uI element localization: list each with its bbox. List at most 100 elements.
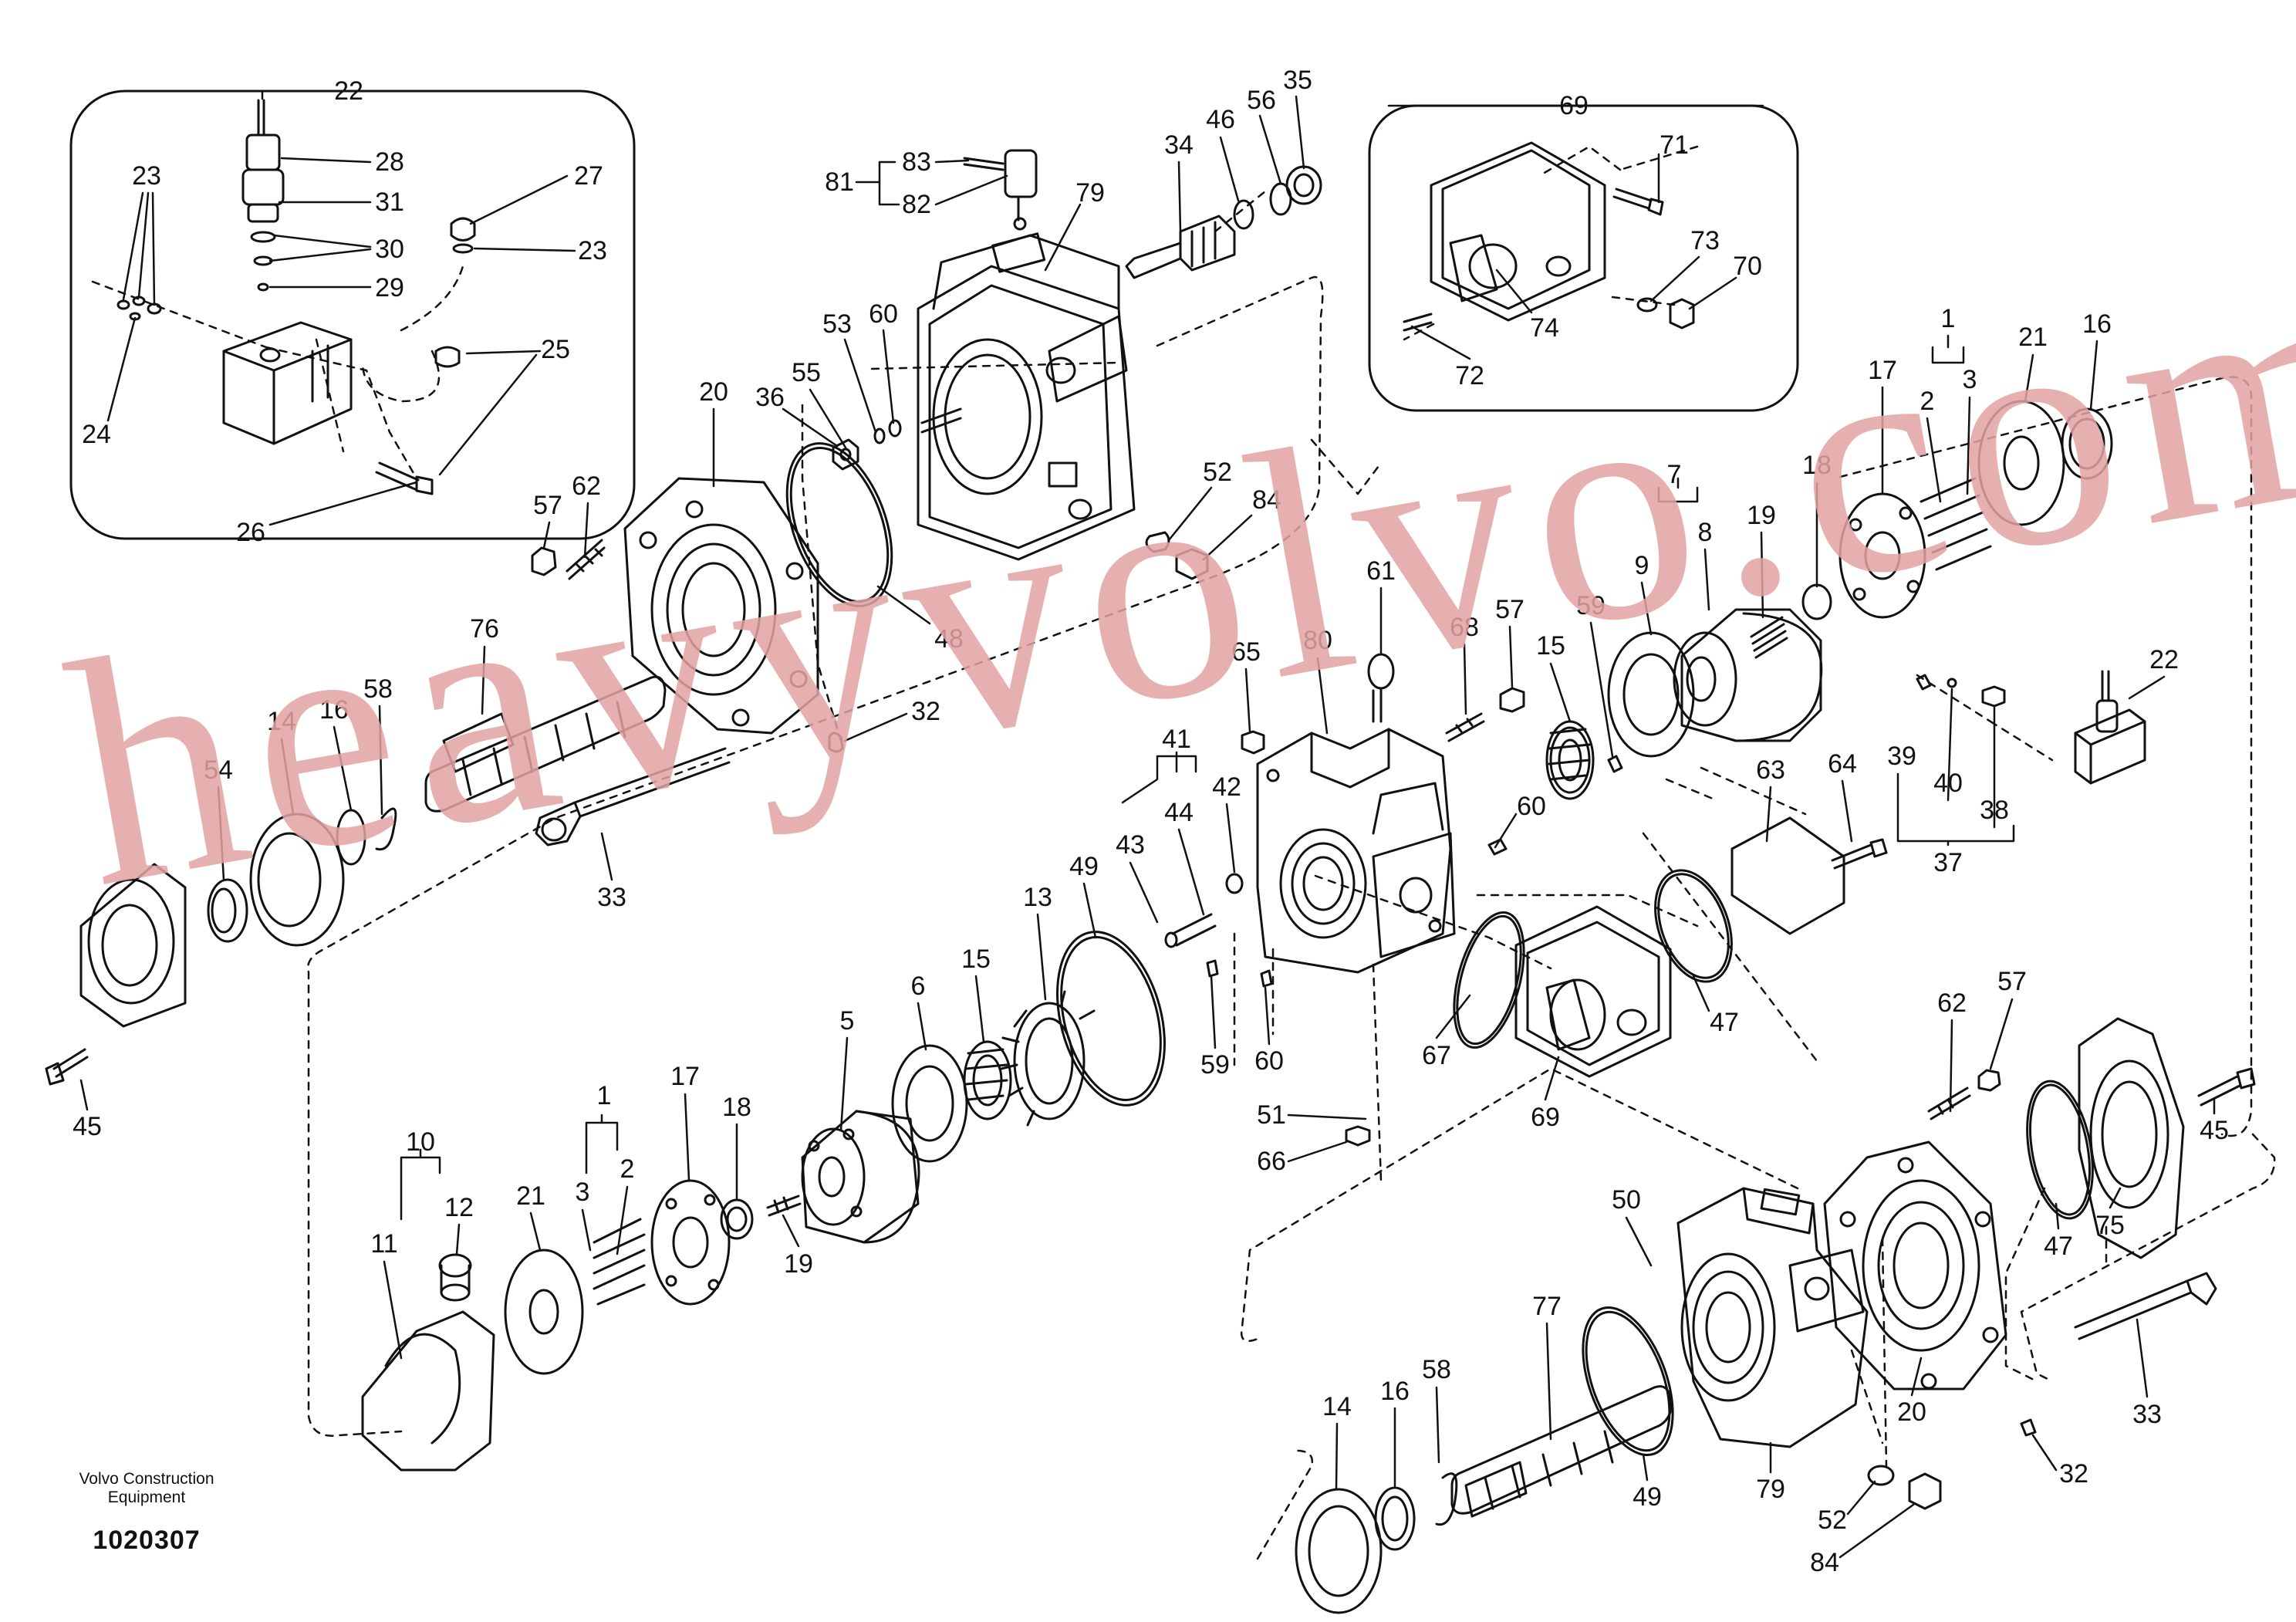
callout-c64: 64 (1828, 749, 1857, 779)
callout-c72: 72 (1455, 361, 1484, 390)
callout-c41: 41 (1162, 725, 1191, 754)
solenoid-valve-assembly-top (116, 99, 476, 495)
callout-c17b: 17 (670, 1062, 700, 1091)
callout-c18a: 18 (1802, 451, 1832, 480)
callout-c69b: 69 (1531, 1103, 1560, 1132)
callout-c62a: 62 (572, 471, 601, 501)
part-81-lever (1004, 149, 1038, 198)
bearing-parts-left (45, 807, 397, 1086)
callout-c81: 81 (825, 167, 854, 197)
callout-c71: 71 (1660, 130, 1689, 160)
callout-c1b: 1 (596, 1081, 612, 1110)
callout-c57a: 57 (533, 491, 562, 520)
callout-c36: 36 (755, 383, 785, 412)
callout-c42: 42 (1212, 772, 1241, 802)
callout-c74: 74 (1530, 313, 1559, 343)
inset-frame-left (69, 90, 636, 540)
callout-c69a: 69 (1559, 91, 1589, 120)
bolt-45-right-spring-62 (1927, 1067, 2256, 1120)
gear-15-upper (1545, 720, 1595, 800)
callout-c7: 7 (1666, 460, 1682, 489)
callout-c46: 46 (1206, 105, 1235, 134)
regulator-cover-assembly-inset (1403, 141, 1695, 332)
regulator-69-center (1514, 905, 1672, 1078)
callout-c59a: 59 (1576, 591, 1606, 620)
solenoid-valve-22-right (1916, 670, 2146, 785)
callout-c37: 37 (1933, 848, 1963, 877)
callout-c3b: 3 (575, 1178, 590, 1207)
callout-c58b: 58 (1422, 1355, 1451, 1384)
callout-c2a: 2 (1920, 387, 1935, 416)
intermediate-housing-80 (1256, 728, 1456, 974)
pump-casing-79-upper (917, 149, 1136, 561)
callout-c60c: 60 (1254, 1046, 1284, 1076)
callout-c13: 13 (1023, 883, 1052, 912)
plug-84-seal-52-lower (1867, 1418, 2037, 1510)
callout-c44: 44 (1164, 798, 1194, 827)
callout-c26: 26 (236, 518, 265, 547)
callout-c60a: 60 (869, 299, 898, 329)
gear-13 (1000, 990, 1096, 1127)
drawing-footer: Volvo Construction Equipment 1020307 (54, 1470, 239, 1556)
callout-c16b: 16 (2082, 309, 2112, 339)
callout-c16c: 16 (1380, 1377, 1410, 1406)
spring-19-lower (766, 1195, 802, 1217)
eye-bolt-61 (1367, 653, 1395, 723)
callout-c16a: 16 (319, 695, 349, 725)
callout-c34: 34 (1164, 130, 1194, 160)
long-bolt-33-upper (535, 747, 731, 846)
callout-c60b: 60 (1517, 792, 1546, 821)
manufacturer-name: Volvo Construction Equipment (79, 1470, 214, 1507)
callout-c15b: 15 (961, 944, 991, 974)
callout-c35: 35 (1283, 66, 1312, 95)
callout-c52b: 52 (1818, 1505, 1847, 1535)
callout-c49b: 49 (1633, 1482, 1662, 1512)
gear-15-lower (963, 1040, 1012, 1120)
callout-c3a: 3 (1962, 365, 1977, 394)
o-ring-49-lower (1582, 1306, 1674, 1457)
callout-c21b: 21 (516, 1181, 545, 1211)
callout-c53: 53 (822, 309, 852, 339)
callout-c22b: 22 (2149, 645, 2179, 674)
o-ring-47-lower (2026, 1080, 2094, 1220)
rotating-group-upper-right (1607, 400, 2113, 758)
callout-c77: 77 (1532, 1292, 1562, 1321)
callout-c39: 39 (1887, 742, 1916, 771)
small-seals-53-55-36 (832, 407, 1209, 580)
callout-c20b: 20 (1897, 1397, 1926, 1427)
callout-c25: 25 (541, 335, 570, 364)
callout-c20a: 20 (699, 377, 728, 407)
o-ring-47-upper (1654, 869, 1733, 983)
callout-c55: 55 (792, 358, 821, 387)
callout-c45a: 45 (73, 1112, 102, 1141)
callout-c19a: 19 (1747, 501, 1776, 530)
callout-c70: 70 (1733, 252, 1762, 281)
callout-c48: 48 (934, 624, 964, 654)
callout-c24: 24 (82, 420, 111, 449)
callout-c5: 5 (839, 1006, 855, 1036)
callout-c62b: 62 (1937, 988, 1967, 1018)
callout-c10: 10 (406, 1127, 435, 1157)
callout-c54: 54 (204, 755, 233, 785)
callout-c1a: 1 (1940, 304, 1956, 333)
callout-c50: 50 (1612, 1185, 1641, 1215)
callout-c84b: 84 (1810, 1548, 1839, 1577)
o-ring-67 (1453, 911, 1525, 1049)
callout-c23b: 23 (578, 236, 607, 265)
callout-c59b: 59 (1200, 1050, 1230, 1080)
callout-c23a: 23 (132, 161, 161, 191)
callout-c57c: 57 (1997, 967, 2027, 996)
callout-c40: 40 (1933, 769, 1963, 798)
o-ring-48 (785, 442, 893, 607)
callout-c27: 27 (574, 161, 603, 191)
o-ring-49-center (1056, 931, 1166, 1107)
callout-c82: 82 (902, 190, 931, 219)
callout-c14a: 14 (267, 707, 296, 736)
callout-c52a: 52 (1203, 458, 1232, 487)
callout-c57b: 57 (1495, 595, 1524, 624)
pump-casing-79-lower (1676, 1187, 1869, 1448)
cylinder-block-5-valve-plate-6 (801, 1044, 968, 1244)
callout-c31: 31 (375, 188, 404, 217)
callout-c68: 68 (1450, 613, 1479, 642)
